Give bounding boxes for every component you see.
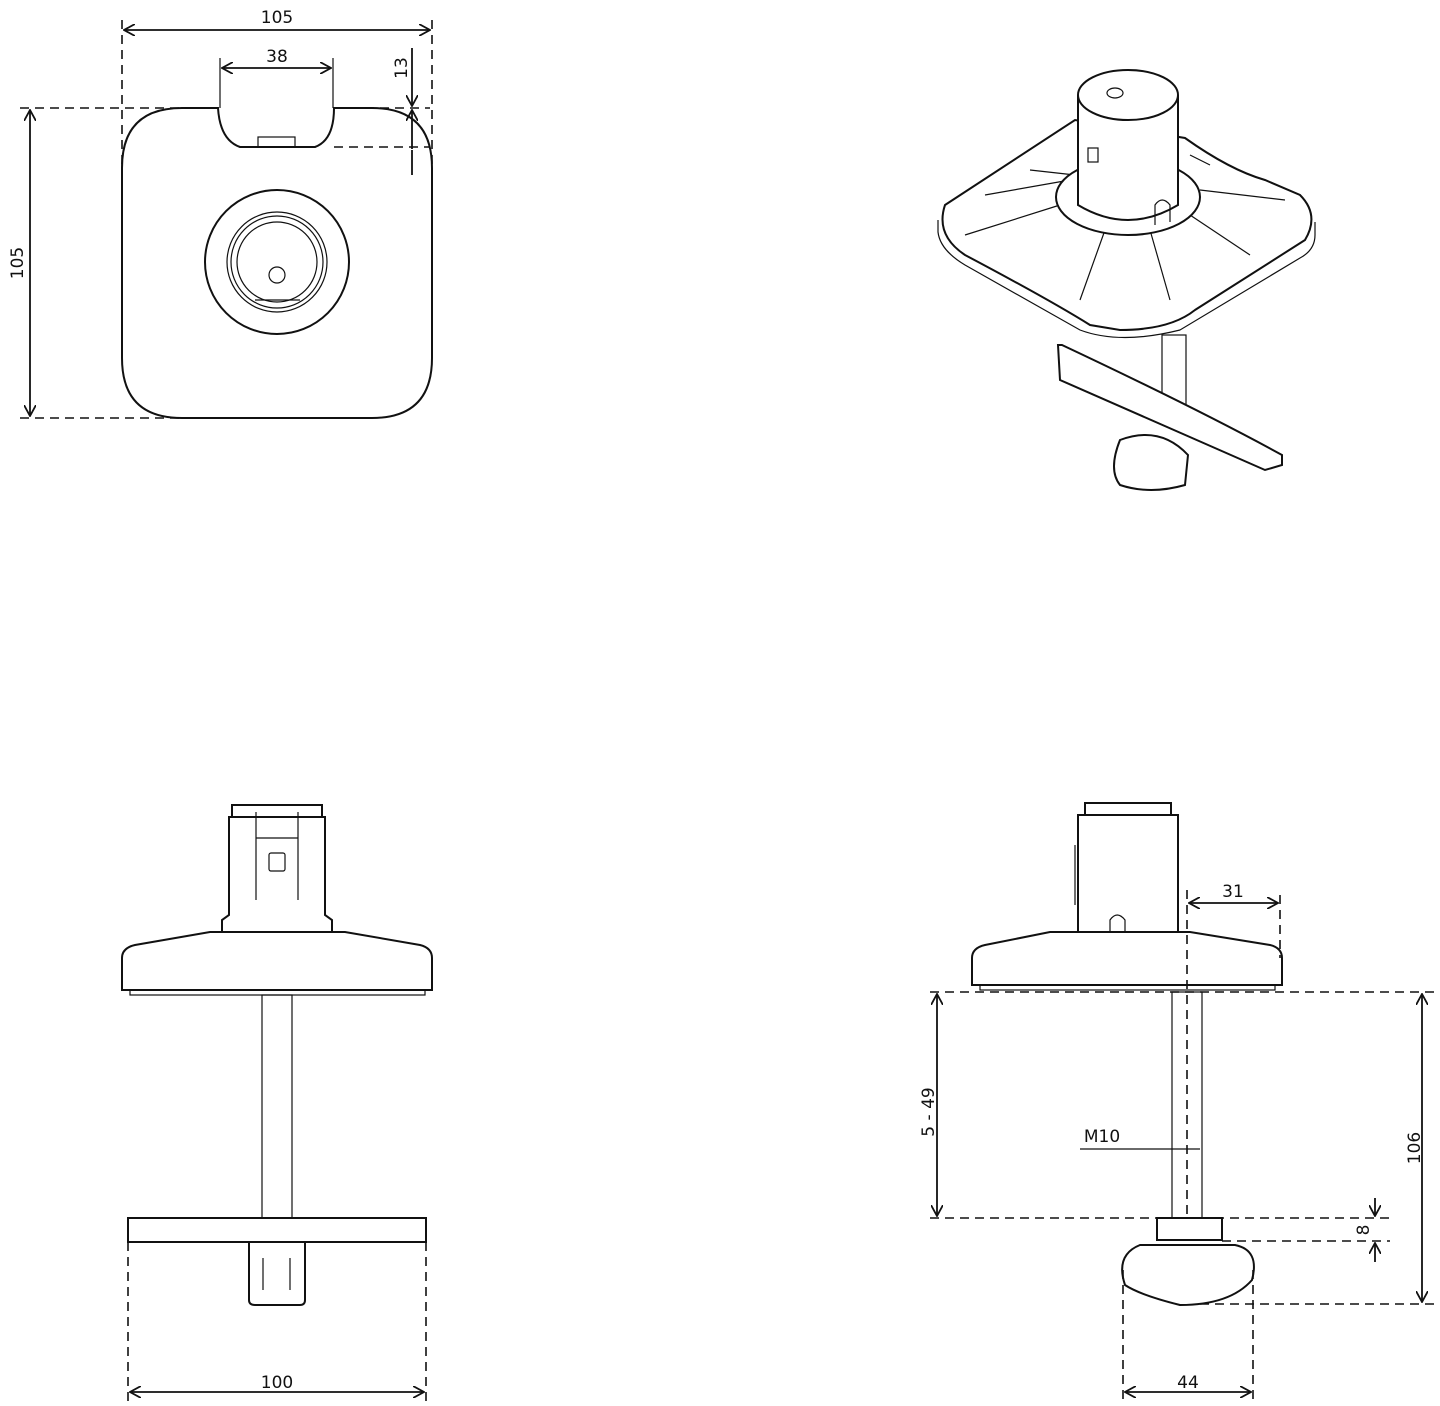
base-plate bbox=[121, 931, 433, 991]
threaded-screw bbox=[261, 994, 293, 1219]
front-view: 100 bbox=[121, 804, 433, 1402]
post-body bbox=[221, 816, 333, 933]
side-base-pad bbox=[979, 984, 1276, 991]
isometric-view bbox=[937, 69, 1316, 491]
dim-label-clamp-range: 5 - 49 bbox=[919, 1087, 939, 1136]
iso-post-body bbox=[1077, 95, 1179, 221]
dim-label-knob-width: 44 bbox=[1177, 1373, 1199, 1393]
dim-label-nut-height: 8 bbox=[1354, 1225, 1374, 1236]
dim-extension bbox=[930, 991, 1440, 1219]
side-nut bbox=[1156, 1217, 1223, 1241]
post-collar bbox=[204, 189, 350, 335]
side-view: 31 5 - 49 M10 106 8 44 bbox=[919, 802, 1440, 1402]
post-slot bbox=[255, 812, 299, 900]
iso-clamp-arm bbox=[1056, 344, 1283, 472]
knob-grip bbox=[262, 1258, 291, 1290]
post-hole bbox=[268, 266, 286, 284]
iso-base-facets bbox=[964, 154, 1286, 301]
notch-tab bbox=[257, 136, 296, 148]
dim-label-base-offset: 31 bbox=[1222, 882, 1244, 902]
dim-extension bbox=[20, 107, 430, 148]
top-view: 105 38 13 105 bbox=[8, 8, 433, 419]
dim-extension bbox=[219, 58, 334, 108]
dim-label-plate-width: 100 bbox=[261, 1373, 293, 1393]
side-post-key bbox=[1109, 914, 1126, 932]
side-base-plate bbox=[971, 931, 1283, 986]
iso-post-latch bbox=[1087, 147, 1099, 163]
dim-label-total-height: 106 bbox=[1405, 1132, 1425, 1164]
dim-extension bbox=[1122, 1270, 1254, 1402]
dim-label-notch-width: 38 bbox=[266, 47, 288, 67]
dim-label-overall-depth: 105 bbox=[8, 247, 28, 279]
iso-base-edge bbox=[937, 220, 1316, 339]
side-post-body bbox=[1077, 814, 1179, 933]
dim-label-notch-depth: 13 bbox=[392, 57, 412, 79]
post-cap bbox=[231, 804, 323, 818]
side-post-cap bbox=[1084, 802, 1172, 816]
post-latch bbox=[268, 852, 286, 872]
clamp-plate bbox=[127, 1217, 427, 1243]
dim-extension bbox=[121, 20, 433, 170]
dim-extension bbox=[127, 1242, 427, 1402]
side-knob bbox=[1121, 1244, 1255, 1307]
dim-extension bbox=[1186, 890, 1281, 1218]
post-ring bbox=[226, 211, 328, 313]
iso-post-hole bbox=[1106, 87, 1124, 99]
post-ring-inner bbox=[230, 215, 324, 309]
knob bbox=[248, 1241, 306, 1306]
thread-label: M10 bbox=[1084, 1127, 1120, 1147]
base-plate-outline bbox=[121, 107, 433, 419]
iso-post-key bbox=[1154, 199, 1171, 225]
iso-knob bbox=[1113, 434, 1190, 491]
post-top bbox=[236, 221, 318, 303]
dim-label-overall-width: 105 bbox=[261, 8, 293, 28]
iso-post-top bbox=[1077, 69, 1179, 121]
